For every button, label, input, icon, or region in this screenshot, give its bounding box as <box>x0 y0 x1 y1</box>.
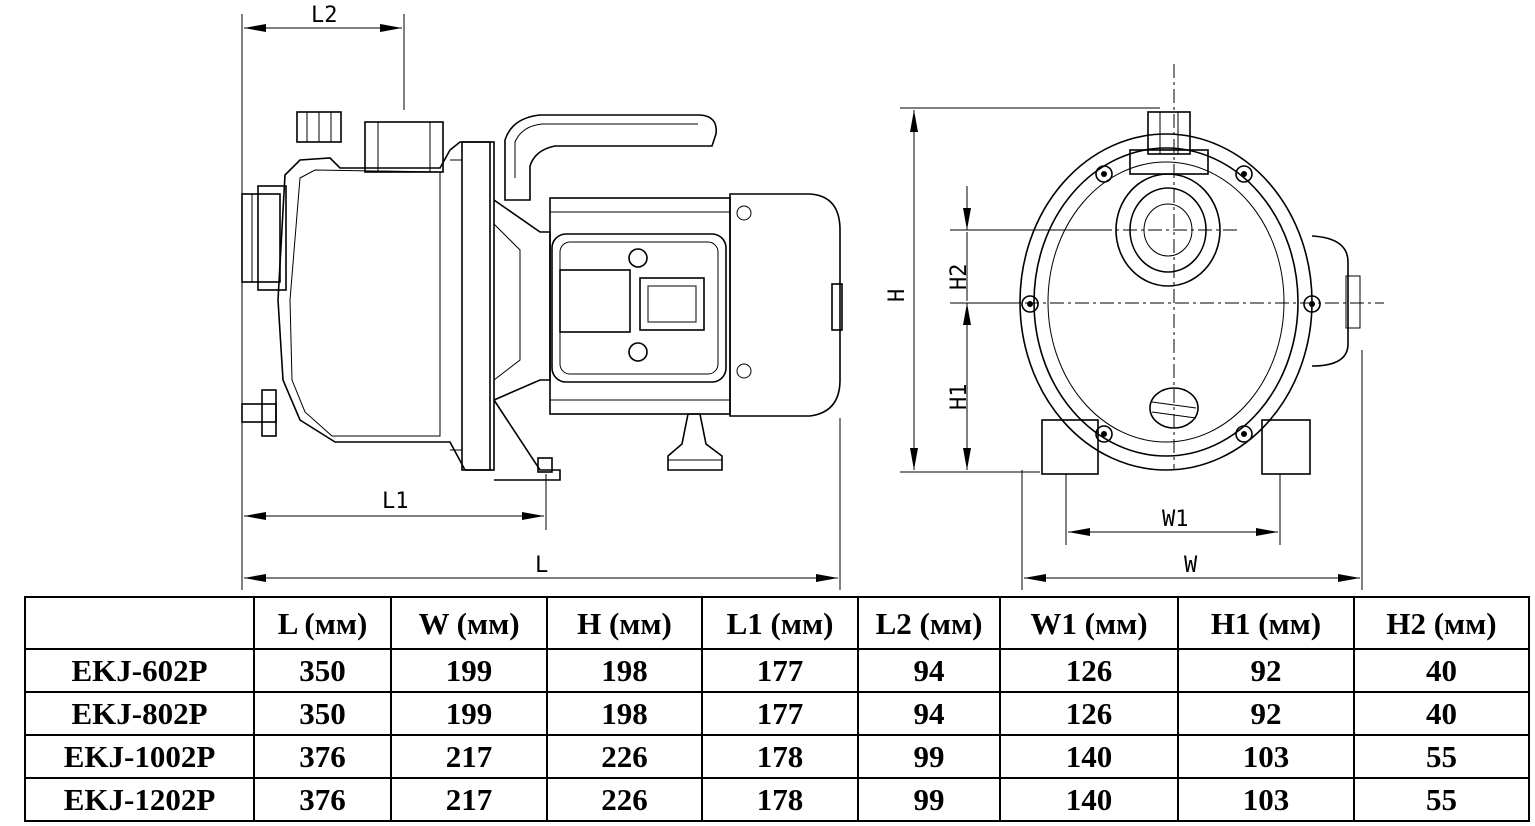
front-view-dimensions: H H2 H1 W1 W <box>885 107 1363 590</box>
value-cell: 376 <box>253 734 392 779</box>
value-cell: 92 <box>1177 648 1355 693</box>
value-cell: 198 <box>546 691 703 736</box>
label-H: H <box>885 289 910 302</box>
value-cell: 199 <box>390 648 548 693</box>
label-L2: L2 <box>311 3 338 28</box>
value-cell: 126 <box>999 648 1179 693</box>
col-header-H1: H1 (мм) <box>1177 596 1355 650</box>
value-cell: 55 <box>1353 734 1530 779</box>
value-cell: 217 <box>390 777 548 822</box>
value-cell: 103 <box>1177 734 1355 779</box>
value-cell: 217 <box>390 734 548 779</box>
value-cell: 99 <box>857 777 1001 822</box>
model-cell: EKJ-602P <box>24 648 255 693</box>
value-cell: 99 <box>857 734 1001 779</box>
model-cell: EKJ-802P <box>24 691 255 736</box>
label-W: W <box>1184 553 1198 578</box>
side-view <box>241 111 843 481</box>
value-cell: 199 <box>390 691 548 736</box>
value-cell: 94 <box>857 648 1001 693</box>
col-header-L: L (мм) <box>253 596 392 650</box>
value-cell: 126 <box>999 691 1179 736</box>
table-row: EKJ-1202P 376 217 226 178 99 140 103 55 <box>24 777 1530 822</box>
front-view <box>1000 64 1384 475</box>
table-header-row: L (мм) W (мм) H (мм) L1 (мм) L2 (мм) W1 … <box>24 596 1530 650</box>
value-cell: 198 <box>546 648 703 693</box>
label-H1: H1 <box>947 384 972 411</box>
col-header-L1: L1 (мм) <box>701 596 859 650</box>
label-L: L <box>535 553 548 578</box>
col-header-H2: H2 (мм) <box>1353 596 1530 650</box>
value-cell: 177 <box>701 691 859 736</box>
value-cell: 40 <box>1353 691 1530 736</box>
value-cell: 55 <box>1353 777 1530 822</box>
table-row: EKJ-1002P 376 217 226 178 99 140 103 55 <box>24 734 1530 779</box>
value-cell: 226 <box>546 734 703 779</box>
value-cell: 140 <box>999 777 1179 822</box>
table-corner-cell <box>24 596 255 650</box>
col-header-W: W (мм) <box>390 596 548 650</box>
value-cell: 350 <box>253 648 392 693</box>
side-view-dimensions: L2 L1 L <box>241 3 841 590</box>
value-cell: 92 <box>1177 691 1355 736</box>
value-cell: 140 <box>999 734 1179 779</box>
model-cell: EKJ-1002P <box>24 734 255 779</box>
value-cell: 40 <box>1353 648 1530 693</box>
value-cell: 177 <box>701 648 859 693</box>
value-cell: 226 <box>546 777 703 822</box>
table-row: EKJ-602P 350 199 198 177 94 126 92 40 <box>24 648 1530 693</box>
table-row: EKJ-802P 350 199 198 177 94 126 92 40 <box>24 691 1530 736</box>
value-cell: 178 <box>701 734 859 779</box>
value-cell: 376 <box>253 777 392 822</box>
value-cell: 350 <box>253 691 392 736</box>
label-H2: H2 <box>947 264 972 291</box>
col-header-L2: L2 (мм) <box>857 596 1001 650</box>
col-header-H: H (мм) <box>546 596 703 650</box>
label-L1: L1 <box>382 489 409 514</box>
label-W1: W1 <box>1162 507 1189 532</box>
model-cell: EKJ-1202P <box>24 777 255 822</box>
dimensions-table: L (мм) W (мм) H (мм) L1 (мм) L2 (мм) W1 … <box>24 596 1530 822</box>
technical-drawing: L2 L1 L <box>241 3 1384 590</box>
col-header-W1: W1 (мм) <box>999 596 1179 650</box>
value-cell: 103 <box>1177 777 1355 822</box>
value-cell: 178 <box>701 777 859 822</box>
value-cell: 94 <box>857 691 1001 736</box>
